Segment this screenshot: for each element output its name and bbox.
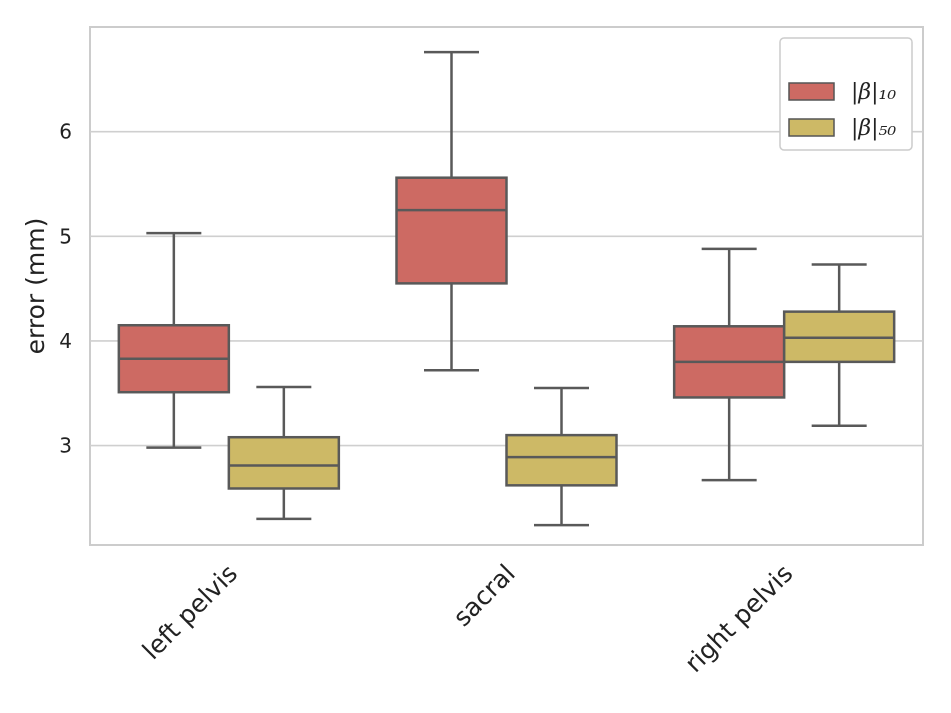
box-0-2: [672, 247, 786, 482]
x-tick-labels: left pelvis sacral right pelvis: [137, 559, 799, 678]
box-iqr: [395, 176, 508, 285]
boxes: [117, 50, 896, 527]
box-0-1: [395, 50, 508, 372]
box-1-0: [227, 385, 341, 521]
box-iqr: [505, 433, 618, 487]
y-tick-label-4: 4: [59, 329, 72, 353]
legend-label-beta10: |β|₁₀: [851, 80, 896, 105]
x-tick-label-1: sacral: [447, 559, 520, 632]
legend: |β|₁₀ |β|₅₀: [779, 37, 913, 151]
y-tick-labels: 3 4 5 6: [59, 120, 72, 458]
box-1-1: [505, 386, 618, 527]
x-tick-label-2: right pelvis: [679, 559, 798, 678]
box-1-2: [782, 263, 896, 427]
y-tick-label-5: 5: [59, 224, 72, 248]
y-tick-label-6: 6: [59, 120, 72, 144]
y-tick-label-3: 3: [59, 434, 72, 458]
legend-label-beta50: |β|₅₀: [851, 116, 896, 141]
legend-swatch-beta50: [788, 118, 835, 137]
legend-swatch-beta10: [788, 82, 835, 101]
x-tick-label-0: left pelvis: [137, 559, 243, 665]
box-iqr: [227, 435, 341, 490]
y-axis-title: error (mm): [21, 218, 50, 355]
box-0-0: [117, 231, 231, 449]
